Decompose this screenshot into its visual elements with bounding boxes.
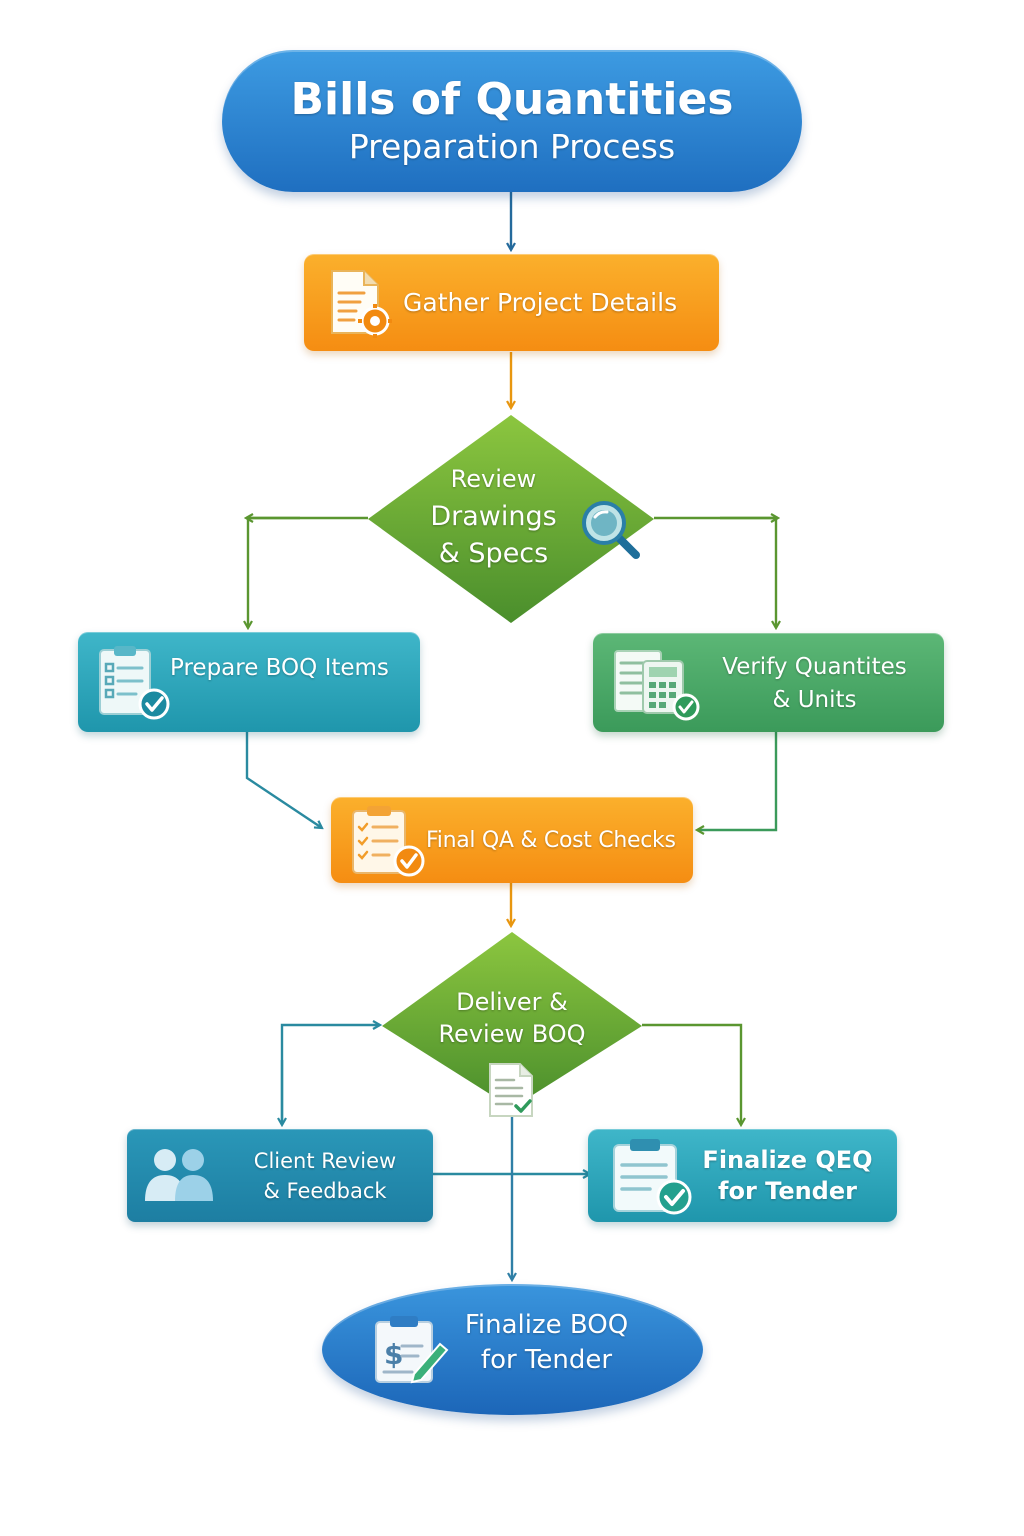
deliver-line-2: Review BOQ: [438, 1020, 586, 1048]
document-check-icon: [489, 1063, 533, 1117]
client-line-2: & Feedback: [263, 1179, 387, 1203]
connector-prepare-to-final-qa: [245, 732, 322, 828]
connector-review-to-prepare: [246, 516, 368, 628]
final-qa-cost-checks-box: Final QA & Cost Checks: [331, 797, 693, 883]
prepare-boq-items-box: Prepare BOQ Items: [78, 632, 420, 732]
prepare-boq-items-label: Prepare BOQ Items: [170, 655, 389, 681]
finalize-boq-end-ellipse: $ Finalize BOQ for Tender: [322, 1284, 703, 1415]
document-gear-icon: [331, 270, 392, 338]
magnifier-icon: [582, 501, 640, 559]
final-qa-label: Final QA & Cost Checks: [426, 827, 676, 853]
title-line-1: Bills of Quantities: [290, 74, 734, 125]
review-line-1: Review: [450, 465, 537, 493]
connector-review-to-verify: [654, 516, 776, 628]
review-line-2: Drawings: [430, 501, 557, 532]
calculator-document-icon: [614, 650, 700, 721]
people-icon: [145, 1149, 213, 1201]
connector-deliver-to-finalize-qeq: [642, 1023, 741, 1125]
finalize-boq-line-1: Finalize BOQ: [464, 1310, 629, 1340]
finalize-boq-line-2: for Tender: [480, 1345, 613, 1375]
gather-project-details-box: Gather Project Details: [304, 254, 719, 351]
review-line-3: & Specs: [438, 538, 549, 569]
client-review-label: Client Review & Feedback: [223, 1146, 427, 1206]
gather-project-details-label: Gather Project Details: [403, 288, 678, 317]
connector-verify-to-final-qa: [697, 732, 778, 830]
client-review-feedback-box: Client Review & Feedback: [127, 1129, 433, 1222]
title-line-2: Preparation Process: [348, 127, 676, 166]
clipboard-check-icon: [99, 646, 170, 720]
finalize-qeq-line-2: for Tender: [718, 1177, 857, 1205]
clipboard-dollar-pen-icon: $: [375, 1316, 449, 1384]
finalize-qeq-label: Finalize QEQ for Tender: [688, 1145, 887, 1207]
finalize-boq-label: Finalize BOQ for Tender: [430, 1308, 663, 1378]
connector-deliver-to-client: [280, 1025, 380, 1124]
checklist-clipboard-icon: [352, 806, 425, 877]
deliver-line-1: Deliver &: [456, 988, 568, 1016]
verify-line-2: & Units: [772, 687, 857, 713]
verify-line-1: Verify Quantites: [722, 654, 907, 680]
svg-text:$: $: [384, 1338, 403, 1371]
verify-quantities-box: Verify Quantites & Units: [593, 633, 944, 732]
finalize-qeq-box: Finalize QEQ for Tender: [588, 1129, 897, 1222]
title-pill: Bills of Quantities Preparation Process: [222, 50, 802, 192]
clipboard-check-icon: [613, 1139, 692, 1215]
review-drawings-decision: Review Drawings & Specs: [366, 413, 656, 625]
deliver-review-decision: Deliver & Review BOQ: [380, 930, 644, 1117]
client-line-1: Client Review: [253, 1149, 397, 1173]
verify-quantities-label: Verify Quantites & Units: [697, 651, 932, 717]
deliver-review-label: Deliver & Review BOQ: [400, 986, 624, 1050]
finalize-qeq-line-1: Finalize QEQ: [702, 1146, 873, 1174]
review-drawings-label: Review Drawings & Specs: [406, 461, 581, 572]
